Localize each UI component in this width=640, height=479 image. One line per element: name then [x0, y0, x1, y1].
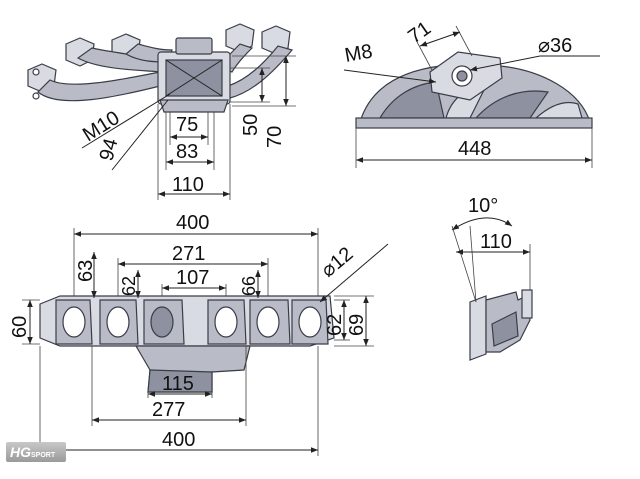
- port-6: [291, 299, 329, 345]
- top-view: 75 83 110 M10 94 50 70: [27, 23, 296, 200]
- port-3: [143, 299, 185, 345]
- dim-110-end: 110: [480, 231, 512, 253]
- end-view: 10° 110: [451, 195, 533, 361]
- dim-50: 50: [240, 114, 262, 136]
- dim-277: 277: [152, 399, 185, 421]
- front-view: 400 271 107 63 62 66 ⌀12 60 62: [9, 212, 389, 456]
- logo-main-text: HG: [10, 444, 31, 460]
- port-5: [249, 299, 291, 345]
- port-2: [99, 299, 139, 345]
- dim-62-inner: 62: [119, 276, 139, 296]
- dim-62-right: 62: [324, 314, 346, 336]
- angle-10: 10°: [468, 195, 498, 217]
- dim-diameter-12: ⌀12: [317, 243, 357, 282]
- dim-63: 63: [75, 260, 97, 282]
- dim-94: 94: [96, 136, 123, 163]
- hgsport-logo: HGSPORT: [6, 442, 66, 462]
- dim-110: 110: [172, 174, 204, 196]
- dim-448: 448: [458, 138, 491, 160]
- port-1: [55, 299, 93, 345]
- dim-69: 69: [346, 314, 368, 336]
- dim-66: 66: [239, 276, 259, 296]
- dim-271: 271: [172, 243, 205, 265]
- dim-400-top: 400: [176, 212, 209, 234]
- dim-83: 83: [176, 141, 198, 163]
- side-view: 448 71 ⌀36 M8: [343, 17, 600, 168]
- dim-400-bottom: 400: [162, 429, 195, 451]
- dim-107: 107: [176, 267, 209, 289]
- dim-71: 71: [404, 17, 435, 48]
- dim-70: 70: [264, 126, 286, 148]
- dim-75: 75: [176, 114, 198, 136]
- dim-60: 60: [9, 316, 31, 338]
- thread-m8: M8: [343, 40, 374, 66]
- port-4: [207, 299, 247, 345]
- dim-diameter-36: ⌀36: [538, 35, 572, 57]
- logo-sub-text: SPORT: [31, 452, 56, 459]
- dim-115: 115: [162, 373, 194, 395]
